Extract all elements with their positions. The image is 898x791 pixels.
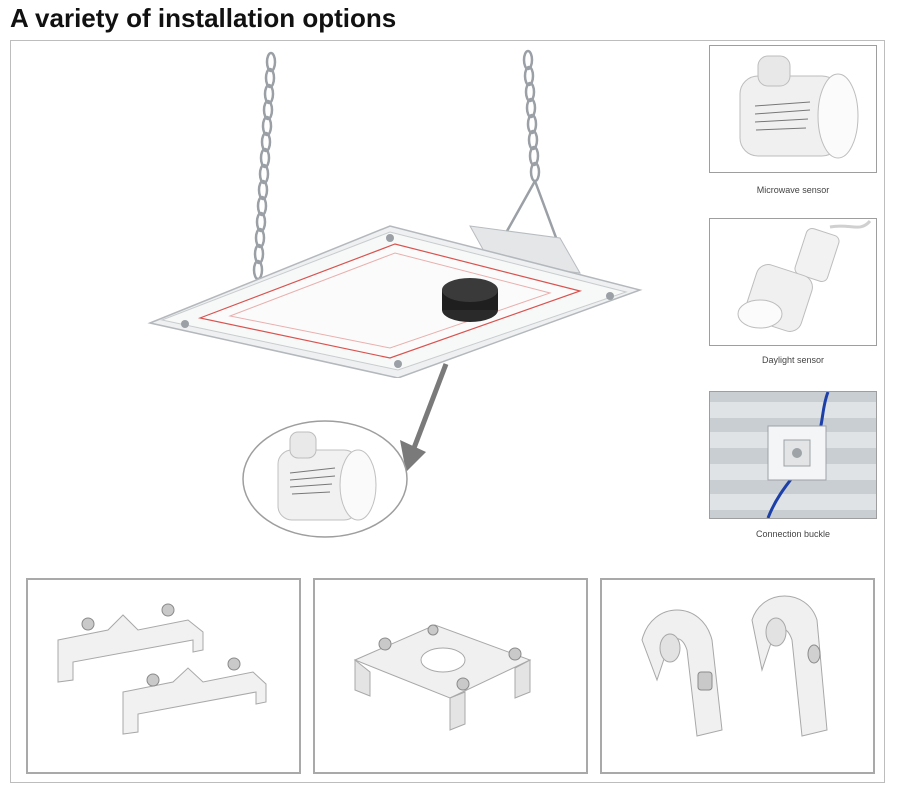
hanging-chain-icon — [252, 51, 277, 281]
plate-mount-bracket-icon — [353, 624, 532, 731]
bracket-box-u-clip — [26, 578, 301, 774]
thumbnail-microwave-sensor — [709, 45, 877, 173]
thumbnail-daylight-sensor — [709, 218, 877, 346]
sensor-zoom-circle — [242, 420, 408, 538]
caption-connection-buckle: Connection buckle — [755, 529, 831, 539]
caption-daylight-sensor: Daylight sensor — [761, 355, 825, 365]
led-high-bay-fixture-icon — [147, 49, 643, 378]
caption-microwave-sensor: Microwave sensor — [756, 185, 830, 195]
arch-bracket-icon — [641, 595, 828, 737]
connection-buckle-icon — [710, 392, 876, 518]
page-title: A variety of installation options — [10, 3, 397, 33]
bracket-box-arch — [600, 578, 875, 774]
bracket-box-plate-mount — [313, 578, 588, 774]
u-clip-bracket-icon — [57, 603, 267, 735]
arrow-down-left-icon — [400, 363, 449, 472]
thumbnail-connection-buckle — [709, 391, 877, 519]
daylight-sensor-icon — [737, 219, 872, 332]
microwave-sensor-icon — [277, 431, 377, 521]
microwave-sensor-icon — [739, 55, 859, 159]
